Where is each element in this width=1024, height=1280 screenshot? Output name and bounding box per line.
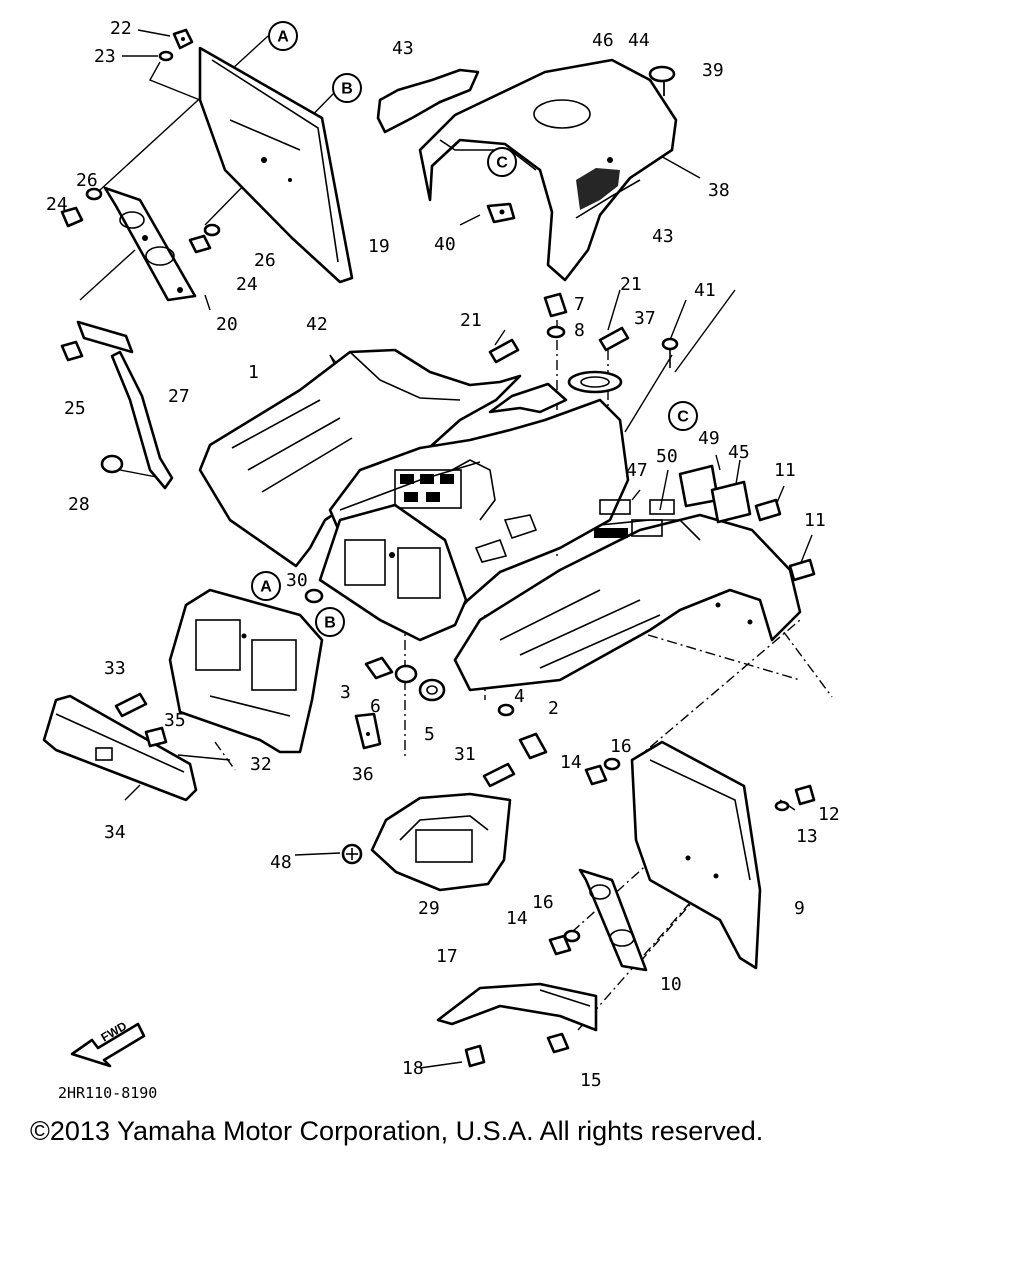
callout-38: 38 [708,180,730,201]
callout-13: 13 [796,826,818,847]
ref-circle-a-top: A [268,21,298,51]
part-48-clip [341,843,363,865]
callout-17: 17 [436,946,458,967]
callout-numbers: 22 23 43 46 44 39 26 24 38 19 40 43 26 2… [46,18,840,1091]
callout-24-left: 24 [46,194,68,215]
callout-49: 49 [698,428,720,449]
fasteners [60,28,816,1068]
svg-text:A: A [277,29,289,46]
callout-44: 44 [628,30,650,51]
callout-41: 41 [694,280,716,301]
svg-text:A: A [260,579,272,596]
callout-35: 35 [164,710,186,731]
callout-7: 7 [574,294,585,315]
ref-circle-c-top: C [487,147,517,177]
frame-headlight-housing [318,503,468,642]
callout-16-top: 16 [610,736,632,757]
callout-50: 50 [656,446,678,467]
copyright-notice: ©2013 Yamaha Motor Corporation, U.S.A. A… [30,1116,764,1146]
callout-23: 23 [94,46,116,67]
callout-32: 32 [250,754,272,775]
ref-circle-b-mid: B [315,607,345,637]
part-41-screw [661,337,679,368]
callout-6: 6 [370,696,381,717]
part-1-rear-fender [198,348,522,568]
callout-18: 18 [402,1058,424,1079]
callout-1: 1 [248,362,259,383]
part-17-right-stay [436,982,598,1032]
part-27-stay [76,320,174,490]
svg-text:C: C [496,155,508,172]
part-37-grommet [567,370,623,394]
part-22-bolt [172,28,194,50]
callout-36: 36 [352,764,374,785]
callout-26-mid: 26 [254,250,276,271]
part-36-bracket [354,712,382,750]
svg-text:B: B [324,615,336,632]
fwd-arrow: FWD [70,1019,146,1068]
callout-4: 4 [514,686,525,707]
callout-26-left: 26 [76,170,98,191]
part-38-front-cover [418,58,678,282]
callout-34: 34 [104,822,126,843]
ref-circle-c-mid: C [668,401,698,431]
callout-42: 42 [306,314,328,335]
part-9-right-mudflap [630,740,762,970]
svg-text:C: C [677,409,689,426]
callout-21-right: 21 [620,274,642,295]
callout-33: 33 [104,658,126,679]
callout-43-top: 43 [392,38,414,59]
callout-5: 5 [424,724,435,745]
callout-19: 19 [368,236,390,257]
part-43-label-top [376,68,480,134]
part-10-right-plate [578,868,648,972]
callout-47: 47 [626,460,648,481]
reference-marks: A B C C A B [251,21,698,637]
callout-21-left: 21 [460,310,482,331]
callout-12: 12 [818,804,840,825]
part-32-headlight-bezel [168,588,324,754]
callout-29: 29 [418,898,440,919]
part-front-fender [453,513,802,692]
part-20-bracket-plate [103,186,197,302]
callout-22: 22 [110,18,132,39]
callout-31: 31 [454,744,476,765]
exploded-view-svg: FWD A B C C A B 22 23 43 46 44 39 26 24 … [42,18,840,1100]
callout-11-top: 11 [774,460,796,481]
callout-30: 30 [286,570,308,591]
callout-8: 8 [574,320,585,341]
callout-48: 48 [270,852,292,873]
callout-16-bottom: 16 [532,892,554,913]
callout-11-bottom: 11 [804,510,826,531]
callout-24-mid: 24 [236,274,258,295]
callout-9: 9 [794,898,805,919]
callout-25: 25 [64,398,86,419]
part-40-clip [486,202,516,224]
part-19-left-mudflap [198,46,354,284]
callout-20: 20 [216,314,238,335]
svg-text:B: B [341,81,353,98]
callout-27: 27 [168,386,190,407]
callout-46: 46 [592,30,614,51]
callout-39: 39 [702,60,724,81]
part-34-guard-bar [42,694,198,802]
part-39-screw [648,65,676,96]
ref-circle-a-mid: A [251,571,281,601]
callout-15: 15 [580,1070,602,1091]
callout-37: 37 [634,308,656,329]
callout-10: 10 [660,974,682,995]
callout-45: 45 [728,442,750,463]
callout-14-top: 14 [560,752,582,773]
part-29-tail-lamp [370,792,512,892]
callout-14-bottom: 14 [506,908,528,929]
part-49-45-labels [678,464,752,524]
callout-2: 2 [548,698,559,719]
parts-diagram: FWD A B C C A B 22 23 43 46 44 39 26 24 … [42,18,840,1100]
callout-43-right: 43 [652,226,674,247]
callout-3: 3 [340,682,351,703]
ref-circle-b-top: B [332,73,362,103]
callout-40: 40 [434,234,456,255]
callout-28: 28 [68,494,90,515]
drawing-code: 2HR110-8190 [58,1084,157,1100]
